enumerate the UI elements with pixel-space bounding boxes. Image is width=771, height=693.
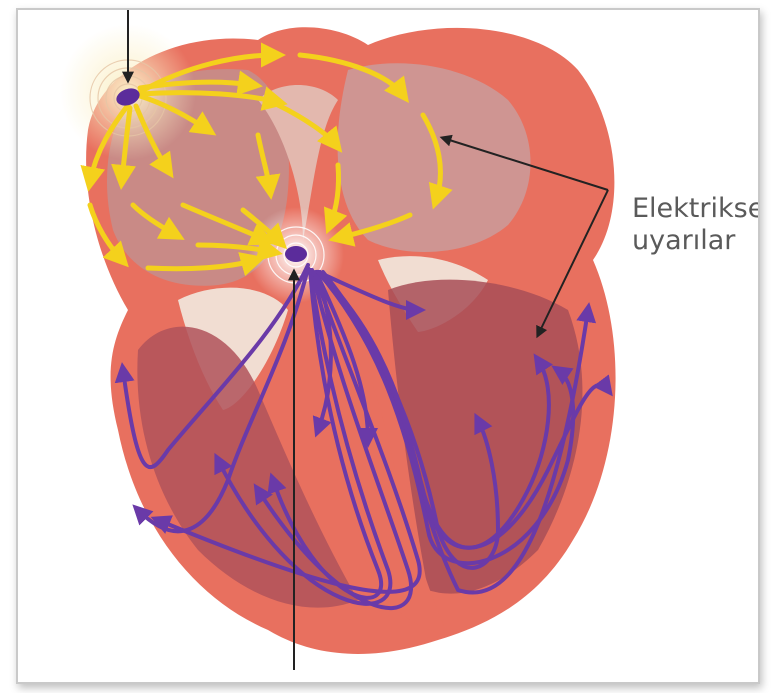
label-line-1: Elektrikse <box>632 193 760 225</box>
label-line-2: uyarılar <box>632 225 735 257</box>
av-node-icon <box>285 246 307 262</box>
diagram-frame: Elektrikse uyarılar <box>16 8 760 684</box>
heart-conduction-diagram <box>18 10 758 682</box>
